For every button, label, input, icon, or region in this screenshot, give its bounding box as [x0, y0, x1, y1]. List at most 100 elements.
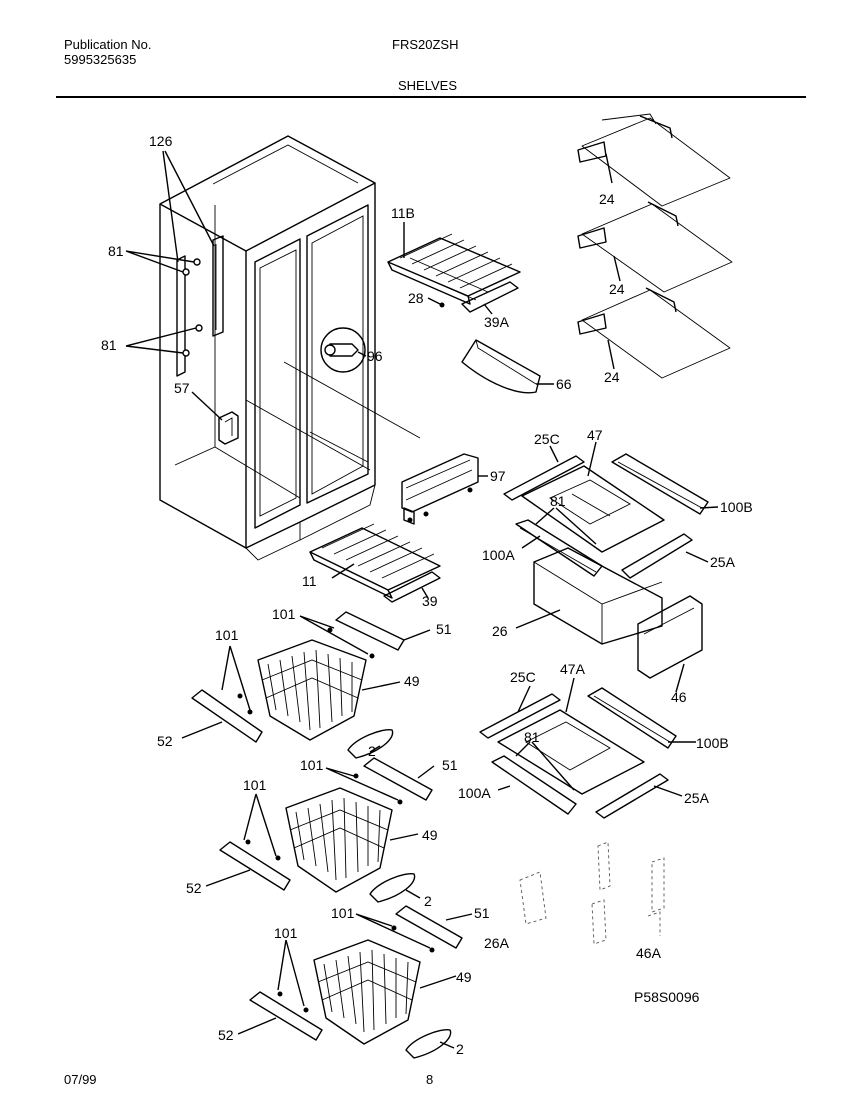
shelf-trim-39 — [383, 571, 441, 603]
callout-100b: 100B — [696, 735, 729, 751]
header-rule — [56, 96, 806, 98]
handle-2-2 — [369, 873, 416, 903]
shelf-24-b — [577, 201, 733, 293]
screw-28 — [439, 302, 445, 308]
callout-66: 66 — [556, 376, 572, 392]
model-number: FRS20ZSH — [392, 37, 459, 52]
glass-shelf-47 — [521, 465, 665, 553]
shelf-24-c — [577, 287, 731, 379]
callout-49: 49 — [422, 827, 438, 843]
callout-46: 46 — [671, 689, 687, 705]
wire-shelf-11 — [309, 523, 441, 599]
callout-11: 11 — [302, 573, 317, 589]
callout-101: 101 — [331, 905, 355, 921]
callout-24: 24 — [604, 369, 620, 385]
callout-100a: 100A — [482, 547, 515, 563]
callout-26: 26 — [492, 623, 508, 639]
callout-52: 52 — [218, 1027, 234, 1043]
diagram-code: P58S0096 — [634, 989, 700, 1005]
drawer-26a-outline — [519, 841, 611, 945]
crisper-drawer-26 — [533, 547, 663, 645]
callout-28: 28 — [408, 290, 424, 306]
drawer-front-46 — [637, 595, 703, 679]
drawer-front-46a-outline — [647, 857, 665, 936]
callout-100b: 100B — [720, 499, 753, 515]
callout-81: 81 — [101, 337, 117, 353]
callout-51: 51 — [474, 905, 490, 921]
callout-100a: 100A — [458, 785, 491, 801]
callout-101: 101 — [300, 757, 324, 773]
callout-47a: 47A — [560, 661, 586, 677]
callout-2: 2 — [368, 743, 376, 759]
light-switch-57 — [218, 411, 239, 445]
frame-100a-top — [515, 519, 603, 577]
trim-25c-top — [503, 455, 585, 501]
rail-51-1 — [335, 611, 405, 651]
callout-51: 51 — [436, 621, 452, 637]
rail-51-2 — [363, 757, 433, 801]
footer-date: 07/99 — [64, 1072, 97, 1087]
trim-25c-bottom — [479, 693, 561, 739]
trim-25a-top — [621, 533, 693, 579]
callout-101: 101 — [215, 627, 239, 643]
handle-2-1 — [347, 729, 394, 759]
rail-51-3 — [395, 905, 463, 949]
handle-2-3 — [405, 1029, 452, 1059]
refrigerator-cabinet — [159, 135, 421, 561]
callout-49: 49 — [456, 969, 472, 985]
wire-basket-49-1 — [257, 639, 367, 741]
callout-25c: 25C — [534, 431, 560, 447]
callout-46a: 46A — [636, 945, 662, 961]
page-number: 8 — [426, 1072, 434, 1087]
callout-39a: 39A — [484, 314, 510, 330]
leader-lines — [125, 150, 719, 1049]
callout-96: 96 — [367, 348, 383, 364]
publication-label: Publication No. — [64, 37, 152, 52]
callout-101: 101 — [272, 606, 296, 622]
screws-101 — [327, 627, 435, 953]
wire-shelf-11b — [387, 233, 521, 305]
publication-number: 5995325635 — [64, 52, 137, 67]
callout-25a: 25A — [710, 554, 736, 570]
callout-52: 52 — [157, 733, 173, 749]
callout-51: 51 — [442, 757, 458, 773]
callout-24: 24 — [609, 281, 625, 297]
wire-basket-49-2 — [285, 787, 393, 893]
wire-basket-49-3 — [313, 939, 421, 1045]
screws-81 — [182, 258, 203, 357]
callout-81-tray: 81 — [524, 729, 540, 745]
support-97 — [401, 453, 479, 525]
frame-100b-bottom — [587, 687, 677, 749]
callout-101: 101 — [274, 925, 298, 941]
callout-25c: 25C — [510, 669, 536, 685]
glass-shelf-47a — [497, 709, 645, 795]
callout-11b: 11B — [391, 205, 415, 221]
callout-101: 101 — [243, 777, 267, 793]
callout-52: 52 — [186, 880, 202, 896]
slide-52-3 — [249, 991, 323, 1041]
slide-52-1 — [191, 689, 263, 743]
callout-25a: 25A — [684, 790, 710, 806]
callout-26a: 26A — [484, 935, 510, 951]
section-title: SHELVES — [398, 78, 458, 93]
callout-97: 97 — [490, 468, 506, 484]
callout-81: 81 — [108, 243, 124, 259]
callout-126: 126 — [149, 133, 173, 149]
roller-96-detail — [320, 327, 366, 373]
slide-52-2 — [219, 839, 291, 891]
cover-66 — [461, 339, 541, 394]
trim-25a-bottom — [595, 773, 669, 819]
frame-100b-top — [611, 453, 709, 515]
callout-81-tray: 81 — [550, 493, 566, 509]
callout-57: 57 — [174, 380, 190, 396]
callout-2: 2 — [424, 893, 432, 909]
callout-2: 2 — [456, 1041, 464, 1057]
hinge-trim-126 — [176, 235, 224, 377]
callout-47: 47 — [587, 427, 603, 443]
callout-24: 24 — [599, 191, 615, 207]
callout-labels: 126 81 81 57 96 11B 28 39A 24 24 24 66 9… — [101, 133, 753, 1057]
callout-49: 49 — [404, 673, 420, 689]
callout-39: 39 — [422, 593, 438, 609]
shelf-trim-39a — [461, 281, 519, 313]
